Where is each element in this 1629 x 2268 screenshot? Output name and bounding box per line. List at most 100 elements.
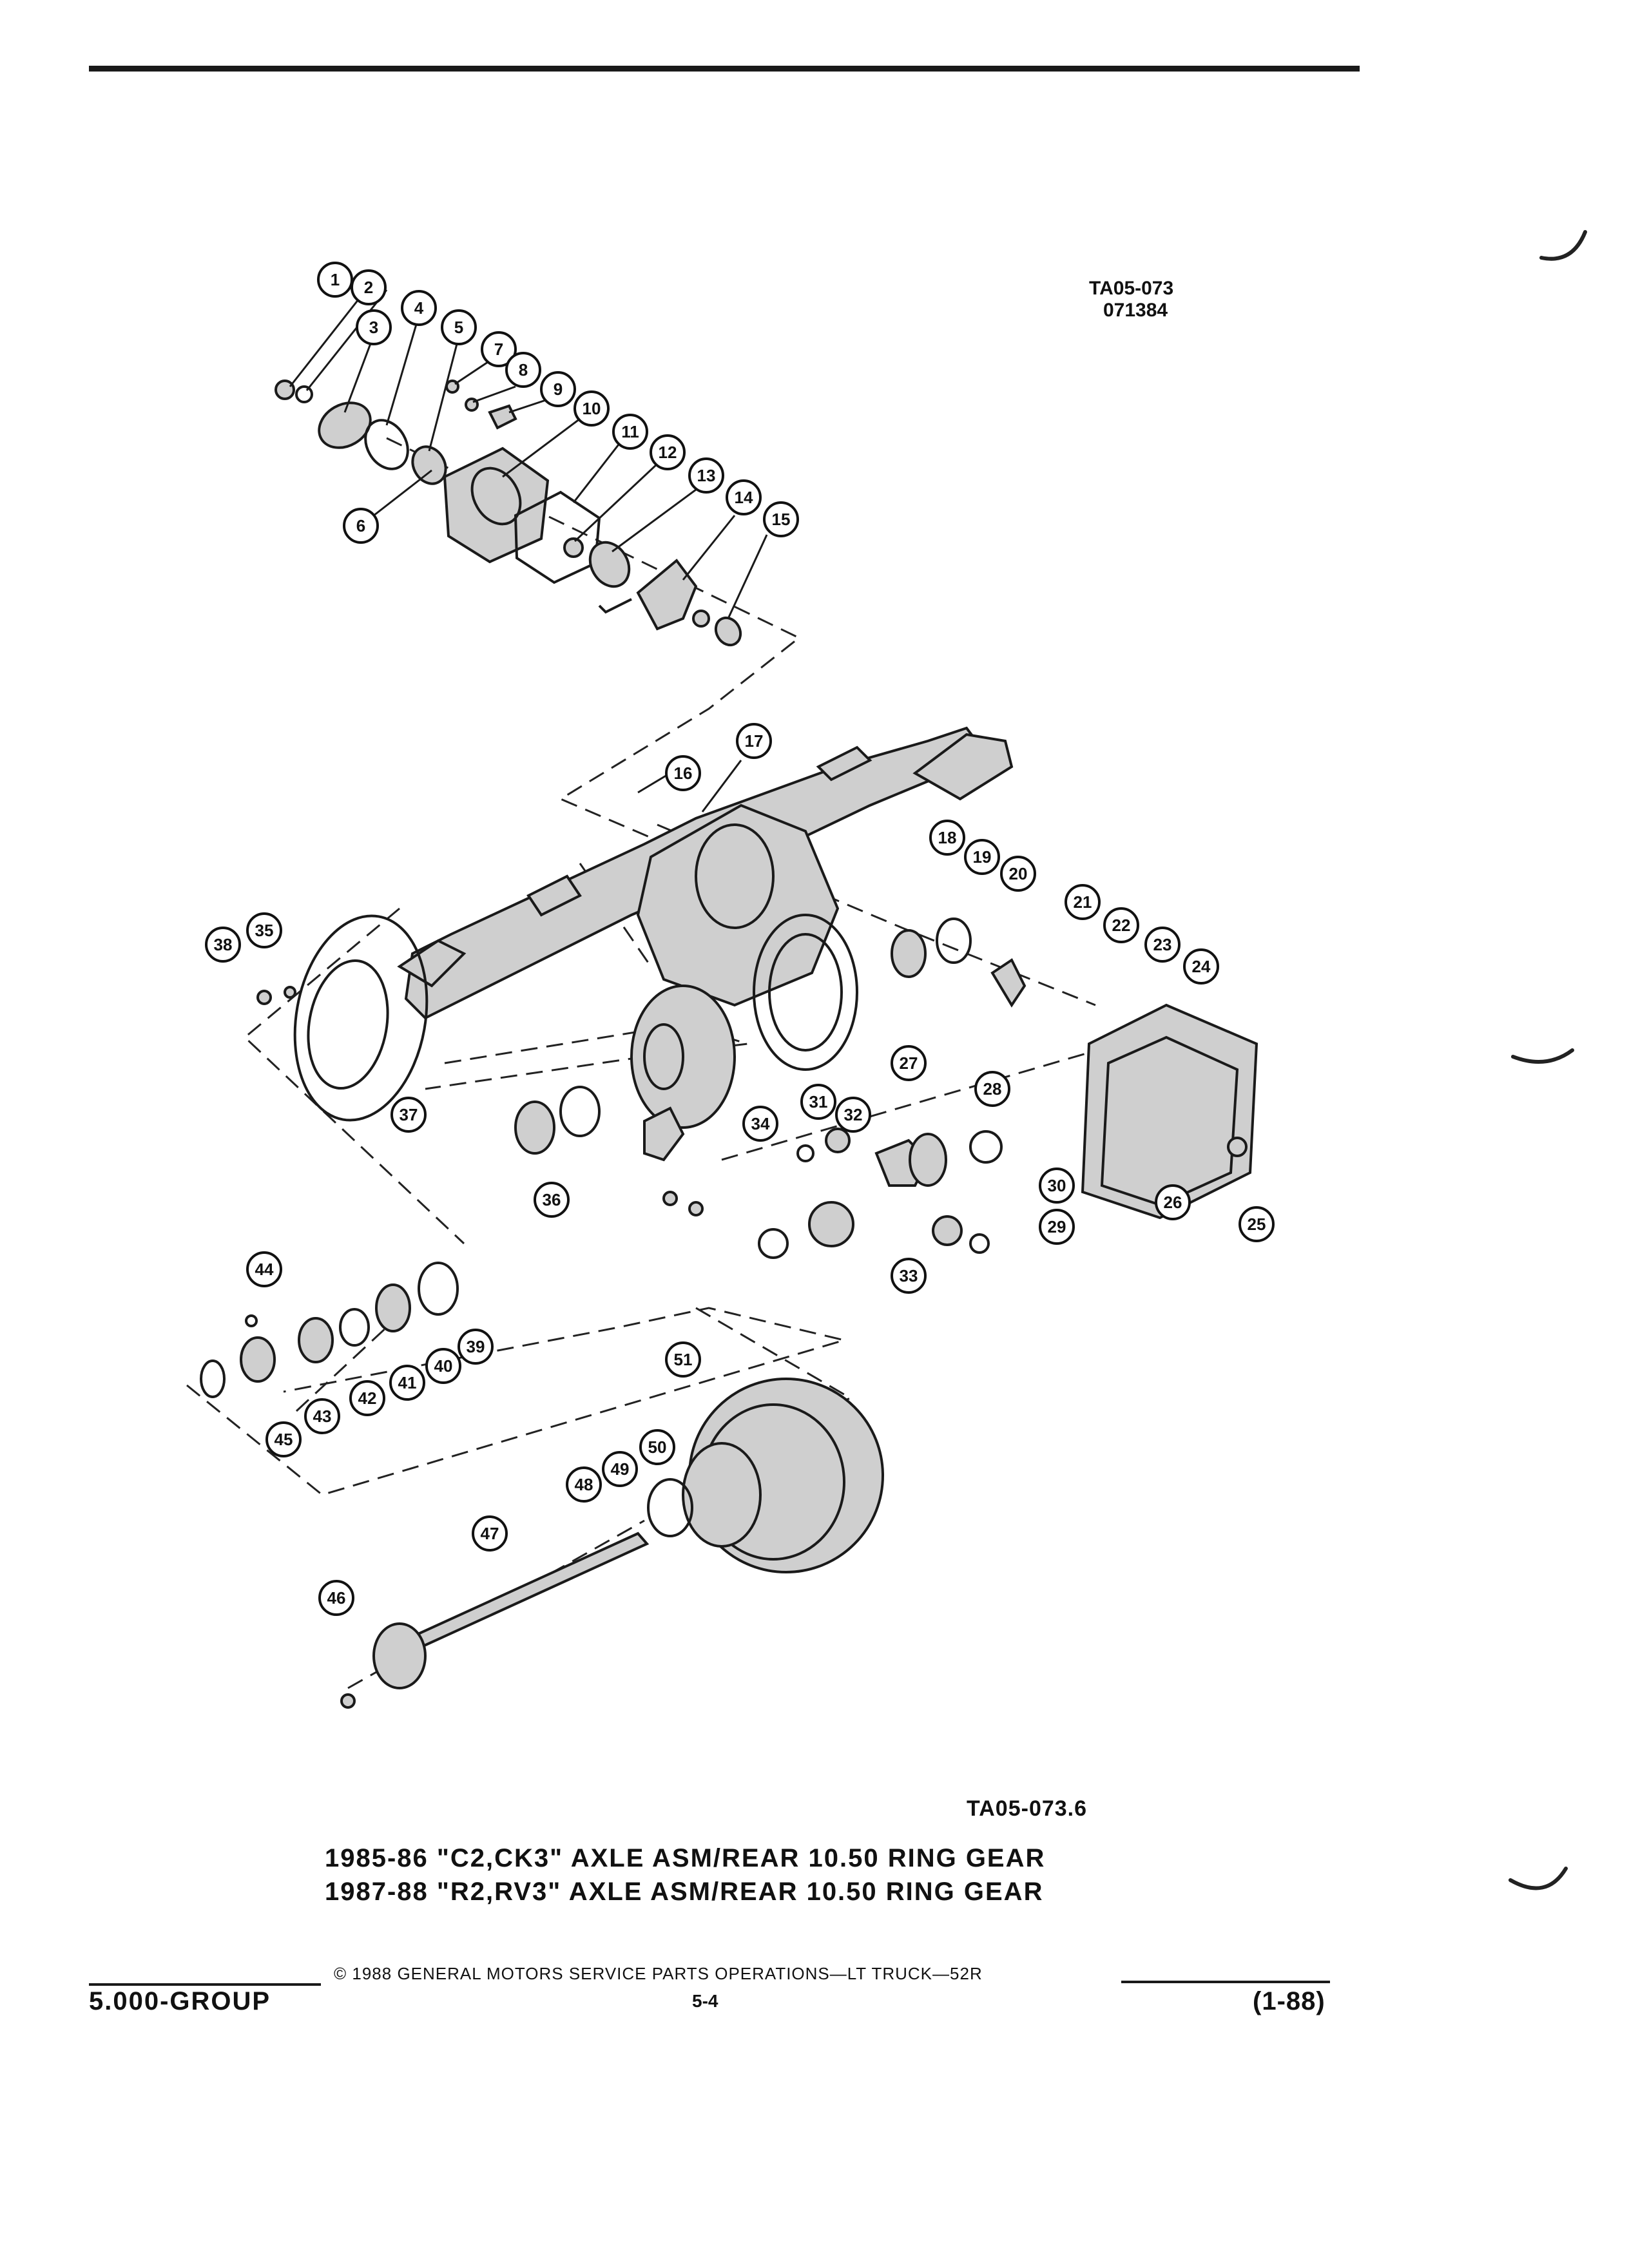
svg-text:33: 33 <box>900 1266 918 1285</box>
svg-text:8: 8 <box>519 360 528 380</box>
wheel-bearing-group <box>200 1262 459 1398</box>
svg-text:19: 19 <box>973 847 992 867</box>
copyright-notice: © 1988 GENERAL MOTORS SERVICE PARTS OPER… <box>334 1964 983 1983</box>
callout-5: 5 <box>441 309 477 345</box>
binding-mark <box>1539 230 1587 261</box>
callout-38: 38 <box>205 927 241 963</box>
svg-text:30: 30 <box>1048 1176 1066 1195</box>
callout-7: 7 <box>481 331 517 367</box>
svg-text:21: 21 <box>1074 892 1092 912</box>
callout-30: 30 <box>1039 1168 1075 1204</box>
callout-8: 8 <box>505 352 541 388</box>
svg-text:25: 25 <box>1248 1215 1266 1234</box>
callout-13: 13 <box>688 457 724 494</box>
svg-text:16: 16 <box>674 764 693 783</box>
callout-43: 43 <box>304 1398 340 1434</box>
callout-49: 49 <box>602 1451 638 1487</box>
binding-mark <box>1509 1867 1568 1890</box>
callout-37: 37 <box>390 1097 427 1133</box>
spider-gears <box>758 1128 1003 1259</box>
callout-10: 10 <box>574 390 610 427</box>
callout-11: 11 <box>612 414 648 450</box>
callout-45: 45 <box>265 1421 302 1457</box>
callout-31: 31 <box>800 1084 836 1120</box>
footer-rule-right <box>1121 1981 1330 1983</box>
svg-text:45: 45 <box>275 1430 293 1449</box>
callout-22: 22 <box>1103 907 1139 943</box>
callout-16: 16 <box>665 755 701 791</box>
svg-text:5: 5 <box>454 318 463 337</box>
hub-and-drum <box>647 1378 884 1573</box>
svg-text:1: 1 <box>331 270 340 289</box>
callout-26: 26 <box>1155 1184 1191 1220</box>
svg-text:38: 38 <box>214 935 233 954</box>
title-line-1: 1985-86 "C2,CK3" AXLE ASM/REAR 10.50 RIN… <box>325 1844 1046 1872</box>
top-rule <box>89 66 1360 72</box>
callout-42: 42 <box>349 1380 385 1416</box>
callout-28: 28 <box>974 1071 1010 1107</box>
svg-text:43: 43 <box>313 1407 332 1426</box>
svg-text:42: 42 <box>358 1389 377 1408</box>
svg-text:50: 50 <box>648 1437 667 1457</box>
svg-text:49: 49 <box>611 1459 630 1479</box>
callout-12: 12 <box>650 434 686 470</box>
svg-text:47: 47 <box>481 1524 499 1543</box>
svg-text:17: 17 <box>745 731 764 751</box>
svg-text:4: 4 <box>414 298 424 318</box>
axle-shaft <box>340 1532 650 1709</box>
callout-48: 48 <box>566 1466 602 1503</box>
svg-text:29: 29 <box>1048 1217 1066 1236</box>
svg-text:27: 27 <box>900 1053 918 1073</box>
callout-35: 35 <box>246 912 282 948</box>
svg-text:2: 2 <box>364 278 373 297</box>
title-line-2: 1987-88 "R2,RV3" AXLE ASM/REAR 10.50 RIN… <box>325 1878 1044 1906</box>
svg-text:32: 32 <box>844 1105 863 1124</box>
svg-text:34: 34 <box>751 1114 770 1133</box>
callout-36: 36 <box>534 1182 570 1218</box>
differential-cover <box>1081 1003 1258 1220</box>
svg-text:15: 15 <box>772 510 791 529</box>
svg-text:10: 10 <box>583 399 601 418</box>
callout-39: 39 <box>458 1329 494 1365</box>
svg-text:6: 6 <box>356 516 365 535</box>
callout-9: 9 <box>540 371 576 407</box>
callout-41: 41 <box>389 1365 425 1401</box>
callout-33: 33 <box>891 1258 927 1294</box>
callout-19: 19 <box>964 839 1000 875</box>
callout-40: 40 <box>425 1348 461 1384</box>
callout-47: 47 <box>472 1515 508 1552</box>
svg-text:28: 28 <box>983 1079 1002 1099</box>
callout-14: 14 <box>726 479 762 515</box>
callout-3: 3 <box>356 309 392 345</box>
svg-text:11: 11 <box>621 422 639 441</box>
callout-17: 17 <box>736 723 772 759</box>
svg-text:36: 36 <box>543 1190 561 1209</box>
callout-15: 15 <box>763 501 799 537</box>
svg-text:20: 20 <box>1009 864 1028 883</box>
svg-text:7: 7 <box>494 340 503 359</box>
svg-text:9: 9 <box>554 380 563 399</box>
callout-50: 50 <box>639 1429 675 1465</box>
callout-32: 32 <box>835 1097 871 1133</box>
axle-housing <box>397 726 1014 1020</box>
pinion-assembly <box>275 380 742 647</box>
svg-text:3: 3 <box>369 318 378 337</box>
callout-6: 6 <box>343 508 379 544</box>
callout-4: 4 <box>401 290 437 326</box>
svg-text:39: 39 <box>467 1337 485 1356</box>
svg-text:44: 44 <box>255 1260 274 1279</box>
callout-20: 20 <box>1000 856 1036 892</box>
svg-text:22: 22 <box>1112 916 1131 935</box>
callout-46: 46 <box>318 1580 354 1616</box>
callout-23: 23 <box>1144 927 1181 963</box>
svg-text:48: 48 <box>575 1475 593 1494</box>
svg-text:18: 18 <box>938 828 957 847</box>
figure-date-code: 071384 <box>1103 300 1168 321</box>
group-label: 5.000-GROUP <box>89 1987 271 2015</box>
leader-lines <box>289 289 768 812</box>
svg-text:13: 13 <box>697 466 716 485</box>
svg-text:14: 14 <box>735 488 753 507</box>
brake-backing-plate <box>256 914 429 1122</box>
svg-text:46: 46 <box>327 1588 346 1608</box>
footer-rule-left <box>89 1983 321 1986</box>
